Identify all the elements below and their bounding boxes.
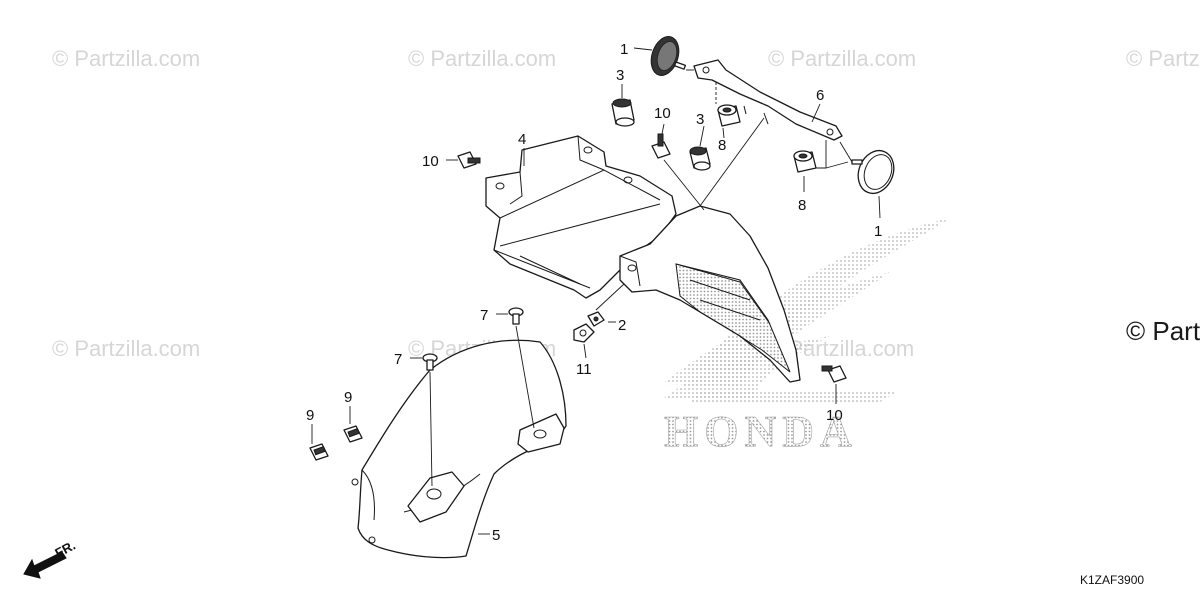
part-10-bolt-left <box>457 151 481 169</box>
callout-8-upper: 8 <box>718 137 726 154</box>
part-8-collar-b <box>793 150 817 173</box>
part-7-screw-upper <box>508 307 524 325</box>
leader-lines <box>311 47 881 535</box>
watermark-top-right: © Partzilla.com <box>768 46 916 71</box>
callout-2: 2 <box>618 317 626 334</box>
wing-base <box>690 390 900 402</box>
callout-1-right: 1 <box>874 223 882 240</box>
part-9-bolt-b <box>309 443 329 461</box>
watermark-mid-left: © Partzilla.com <box>52 336 200 361</box>
callout-6: 6 <box>816 87 824 104</box>
part-11-nut <box>573 323 595 343</box>
honda-logo-text: HONDA <box>664 407 858 456</box>
part-8-collar-a <box>717 104 741 127</box>
callout-8-lower: 8 <box>798 197 806 214</box>
watermark-top-left: © Partzilla.com <box>52 46 200 71</box>
callout-10-right: 10 <box>826 407 843 424</box>
watermark-edge-large: © Partz <box>1126 316 1200 346</box>
part-6-bracket <box>693 59 843 141</box>
watermark-top-edge: © Partzilla.com <box>1126 46 1200 71</box>
part-3-grommet-a <box>611 98 635 127</box>
callout-4: 4 <box>518 131 526 148</box>
part-7-screw-lower <box>422 353 438 371</box>
callout-3-left: 3 <box>616 67 624 84</box>
part-1-grommet-top <box>650 36 687 76</box>
part-9-bolt-a <box>343 425 363 443</box>
arrow-icon <box>23 551 67 579</box>
watermark-top-center: © Partzilla.com <box>408 46 556 71</box>
part-2-clip <box>587 311 605 327</box>
callout-7-lower: 7 <box>394 351 402 368</box>
callout-10-left: 10 <box>422 153 439 170</box>
diagram-code: K1ZAF3900 <box>1080 573 1144 587</box>
callout-10-center: 10 <box>654 105 671 122</box>
callout-1-top: 1 <box>620 41 628 58</box>
callout-7-upper: 7 <box>480 307 488 324</box>
callout-5: 5 <box>492 527 500 544</box>
callout-9-upper: 9 <box>344 389 352 406</box>
part-3-grommet-b <box>689 146 711 171</box>
rear-fender-tail <box>619 205 801 383</box>
callout-11: 11 <box>576 361 592 378</box>
part-1-reflector-right <box>851 149 895 195</box>
front-direction-arrow: FR. <box>23 538 78 579</box>
part-5-hugger-fender <box>351 339 567 559</box>
part-10-bolt-right <box>821 365 847 383</box>
callout-3-right: 3 <box>696 111 704 128</box>
callout-9-lower: 9 <box>306 407 314 424</box>
part-10-bolt-center <box>651 133 671 159</box>
callout-labels: 1 1 2 3 3 4 5 6 7 7 8 8 9 9 10 10 10 11 <box>306 41 882 544</box>
